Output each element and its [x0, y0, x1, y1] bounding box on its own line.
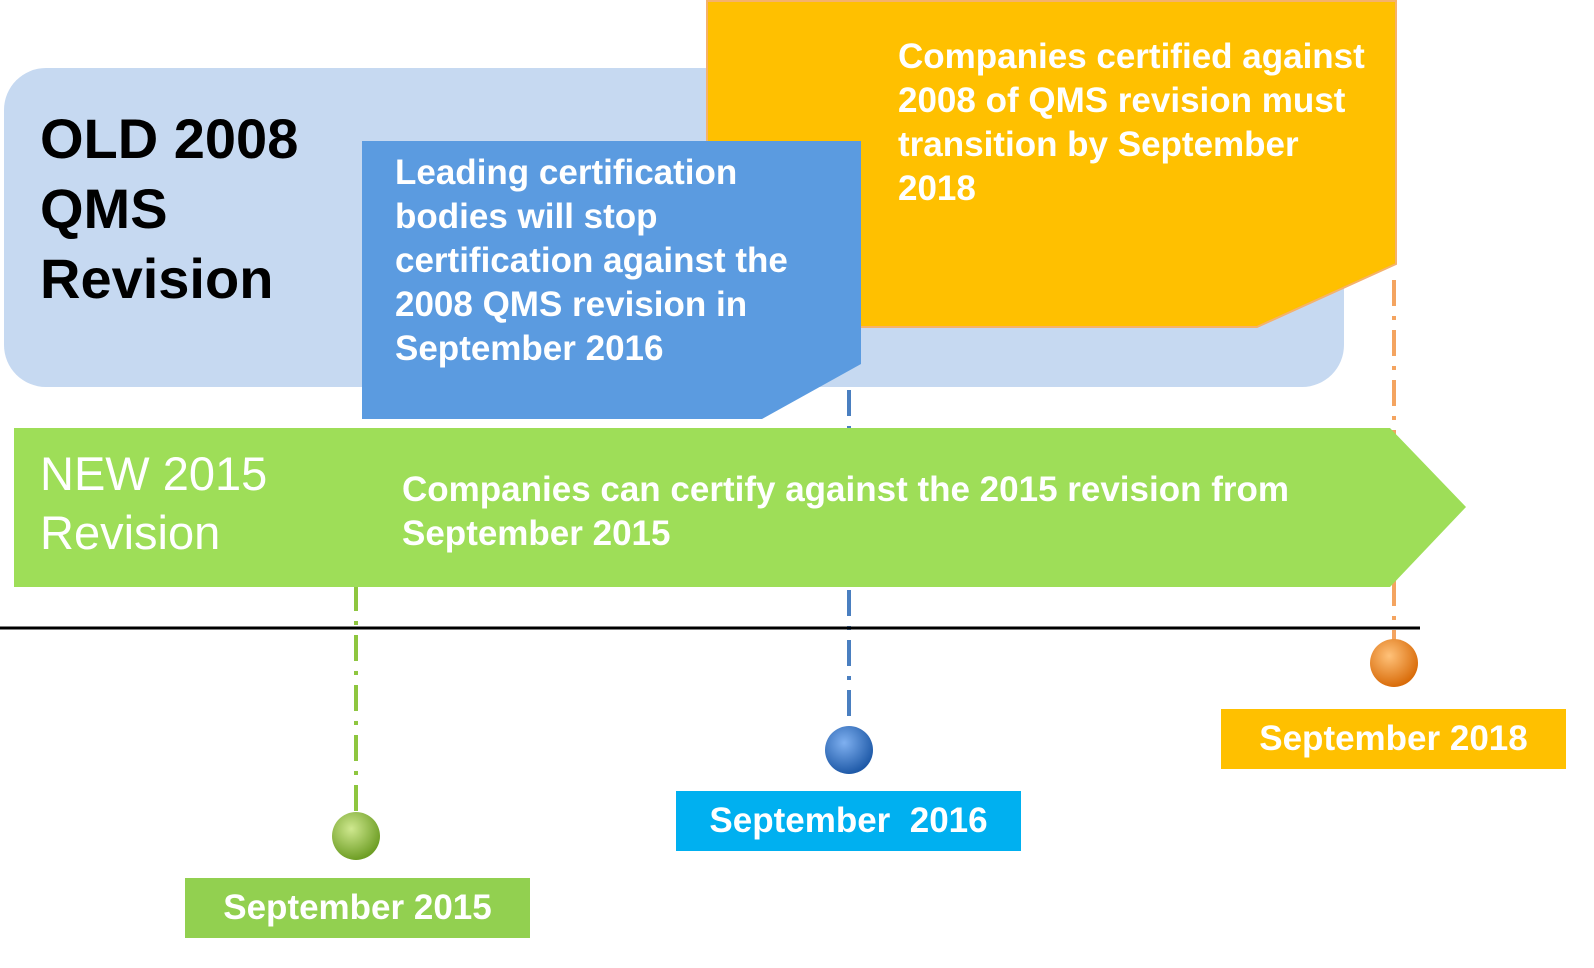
milestone-marker-2018 [1370, 639, 1418, 687]
orange-callout-text: Companies certified against 2008 of QMS … [898, 37, 1365, 208]
blue-callout-text: Leading certification bodies will stop c… [395, 153, 788, 368]
new-revision-arrow [14, 428, 1466, 587]
milestone-marker-2015 [332, 812, 380, 860]
milestone-label-2016: September 2016 [676, 791, 1021, 851]
milestone-label-2015: September 2015 [185, 878, 530, 938]
blue-callout-shape [362, 141, 861, 419]
milestone-marker-2016 [825, 726, 873, 774]
milestone-label-2018: September 2018 [1221, 709, 1566, 769]
new-revision-title: NEW 2015 Revision [40, 447, 268, 559]
green-arrow-text: Companies can certify against the 2015 r… [402, 470, 1289, 553]
old-revision-title: OLD 2008 QMS Revision [40, 107, 299, 310]
